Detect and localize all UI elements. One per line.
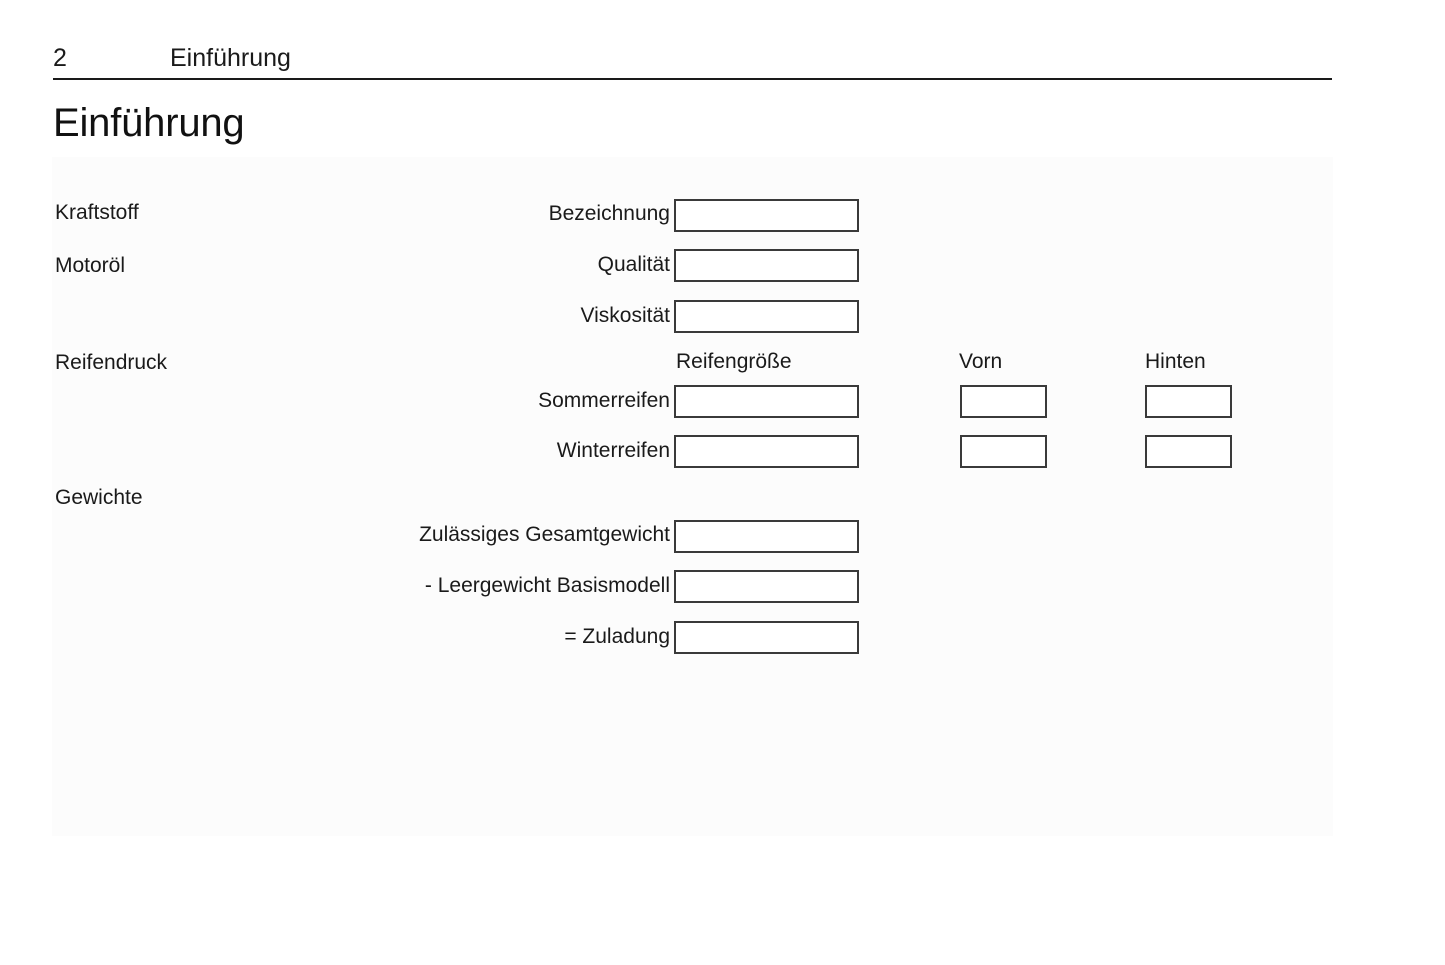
running-header: 2 Einführung	[53, 42, 1332, 80]
input-qualitaet[interactable]	[674, 249, 859, 282]
field-label-zuladung: = Zuladung	[564, 625, 670, 648]
input-zuladung[interactable]	[674, 621, 859, 654]
input-winterreifen-groesse[interactable]	[674, 435, 859, 468]
input-sommerreifen-vorn[interactable]	[960, 385, 1047, 418]
field-label-winterreifen: Winterreifen	[556, 439, 670, 462]
section-label-reifendruck: Reifendruck	[55, 351, 168, 374]
input-bezeichnung[interactable]	[674, 199, 859, 232]
input-winterreifen-hinten[interactable]	[1145, 435, 1232, 468]
column-header-hinten: Hinten	[1145, 350, 1206, 373]
input-leergewicht[interactable]	[674, 570, 859, 603]
field-label-bezeichnung: Bezeichnung	[548, 202, 670, 225]
input-sommerreifen-hinten[interactable]	[1145, 385, 1232, 418]
input-winterreifen-vorn[interactable]	[960, 435, 1047, 468]
column-header-reifengroesse: Reifengröße	[676, 350, 792, 373]
field-label-leergewicht: - Leergewicht Basismodell	[424, 574, 670, 597]
section-label-motoroel: Motoröl	[55, 254, 126, 277]
field-label-gesamtgewicht: Zulässiges Gesamtgewicht	[419, 523, 670, 546]
section-label-kraftstoff: Kraftstoff	[55, 201, 139, 224]
input-sommerreifen-groesse[interactable]	[674, 385, 859, 418]
page-title: Einführung	[53, 101, 245, 145]
input-gesamtgewicht[interactable]	[674, 520, 859, 553]
field-label-sommerreifen: Sommerreifen	[538, 389, 670, 412]
page-number: 2	[53, 44, 68, 72]
vehicle-data-form: Kraftstoff Motoröl Reifendruck Gewichte …	[52, 157, 1333, 836]
field-label-qualitaet: Qualität	[597, 253, 670, 276]
chapter-name: Einführung	[170, 44, 291, 72]
input-viskositaet[interactable]	[674, 300, 859, 333]
field-label-viskositaet: Viskosität	[580, 304, 671, 327]
column-header-vorn: Vorn	[959, 350, 1003, 373]
section-label-gewichte: Gewichte	[55, 486, 143, 509]
